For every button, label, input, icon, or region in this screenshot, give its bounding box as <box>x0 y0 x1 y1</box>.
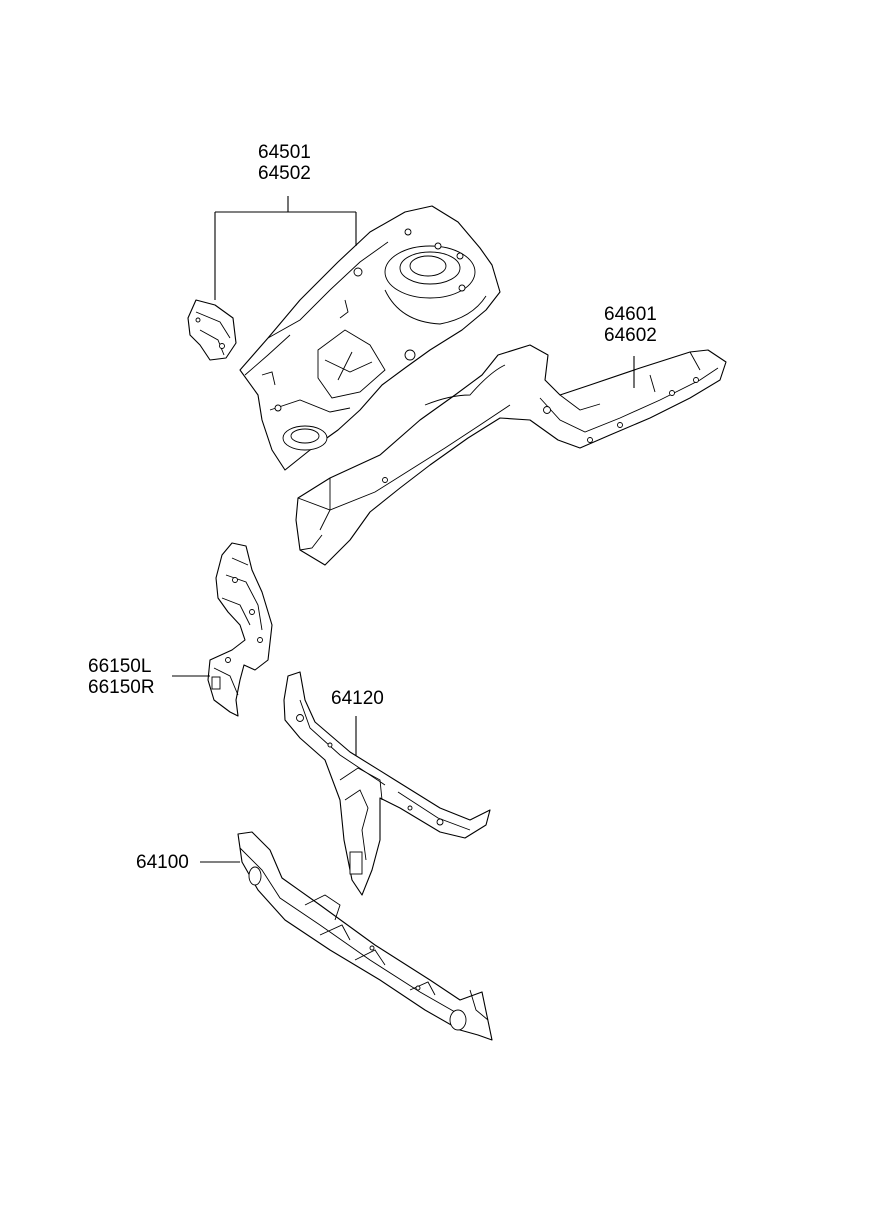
part-number-64601: 64601 <box>604 304 657 325</box>
headlamp-bracket-part <box>207 542 273 717</box>
upper-member-part <box>283 671 491 896</box>
leader-line-64501 <box>214 196 357 300</box>
part-number-64502: 64502 <box>258 163 311 184</box>
lower-member-part <box>237 831 493 1041</box>
side-member-part <box>295 344 727 566</box>
part-number-66150R: 66150R <box>88 677 155 698</box>
fender-apron-part <box>239 205 501 471</box>
part-number-64602: 64602 <box>604 325 657 346</box>
apron-bracket-part <box>187 299 237 361</box>
part-number-64120: 64120 <box>331 688 384 709</box>
part-number-66150L: 66150L <box>88 656 152 677</box>
part-number-64501: 64501 <box>258 142 311 163</box>
part-number-64100: 64100 <box>136 852 189 873</box>
